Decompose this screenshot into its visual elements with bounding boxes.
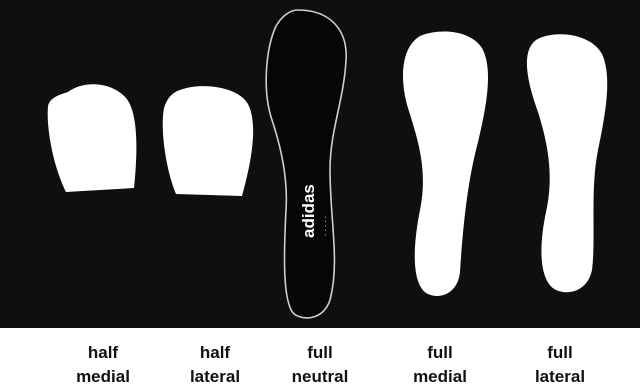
label-half-lateral-line2: lateral: [165, 365, 265, 389]
adidas-logo-text: adidas: [299, 184, 318, 238]
label-full-lateral-line1: full: [510, 341, 610, 365]
label-full-neutral: full neutral: [270, 341, 370, 389]
adidas-logo-dots: . . . . .: [319, 216, 328, 236]
label-half-medial-line2: medial: [53, 365, 153, 389]
label-half-lateral: half lateral: [165, 341, 265, 389]
half-medial-insole: [48, 84, 137, 192]
label-full-medial-line1: full: [390, 341, 490, 365]
label-full-neutral-line2: neutral: [270, 365, 370, 389]
label-full-lateral: full lateral: [510, 341, 610, 389]
insole-photo: adidas . . . . .: [0, 0, 640, 328]
label-half-medial-line1: half: [53, 341, 153, 365]
label-full-medial-line2: medial: [390, 365, 490, 389]
label-half-lateral-line1: half: [165, 341, 265, 365]
label-full-neutral-line1: full: [270, 341, 370, 365]
insole-photo-canvas: adidas . . . . .: [0, 0, 640, 328]
label-full-medial: full medial: [390, 341, 490, 389]
label-half-medial: half medial: [53, 341, 153, 389]
label-full-lateral-line2: lateral: [510, 365, 610, 389]
half-lateral-insole: [163, 86, 253, 196]
